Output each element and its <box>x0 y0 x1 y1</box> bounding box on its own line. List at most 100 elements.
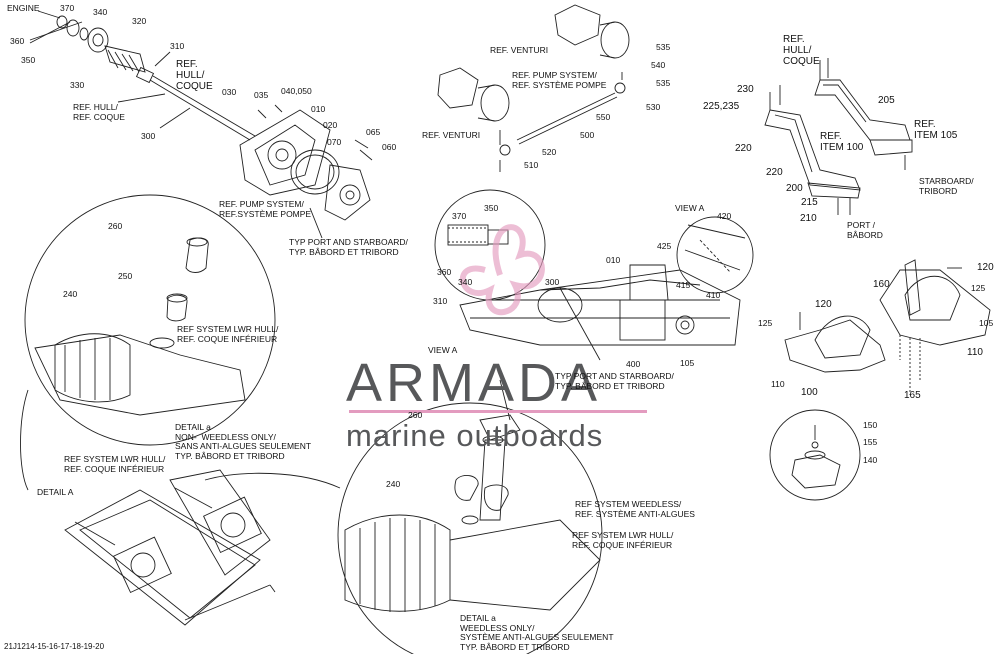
callout-510: 510 <box>524 160 539 170</box>
callout-330: 330 <box>70 80 85 90</box>
callout-040-050: 040,050 <box>281 86 312 96</box>
callout-360: 360 <box>10 36 25 46</box>
driveshaft-assembly <box>29 10 256 141</box>
label-starboard: STARBOARD/ TRIBORD <box>919 176 974 196</box>
callout-165: 165 <box>904 390 921 401</box>
callout-340-b: 340 <box>458 277 473 287</box>
lower-hull-assembly <box>64 469 276 626</box>
callout-160: 160 <box>873 279 890 290</box>
ref-pump-a: REF. PUMP SYSTEM/ REF.SYSTÈME POMPE <box>219 199 312 219</box>
callout-260-a: 260 <box>108 221 123 231</box>
typ-port-a: TYP PORT AND STARBOARD/ TYP. BÂBORD ET T… <box>289 237 408 257</box>
detail-a-weedless: DETAIL a WEEDLESS ONLY/ SYSTÈME ANTI-ALG… <box>460 613 614 652</box>
callout-360-b: 360 <box>437 267 452 277</box>
ref-lwr-hull-c: REF SYSTEM LWR HULL/ REF. COQUE INFÉRIEU… <box>572 530 674 550</box>
watermark-underline <box>349 410 647 413</box>
callout-150: 150 <box>863 420 878 430</box>
callout-520: 520 <box>542 147 557 157</box>
label-view-a-bottom: VIEW A <box>428 345 458 355</box>
callout-230: 230 <box>737 84 754 95</box>
callout-110-b: 110 <box>771 379 785 389</box>
mount-brackets <box>764 58 913 215</box>
ref-hull-coque-a: REF. HULL/ COQUE <box>176 59 213 92</box>
inset-circle-view-a <box>676 216 754 294</box>
callout-105-a: 105 <box>680 358 695 368</box>
watermark-logo-mark <box>459 224 545 316</box>
callout-215: 215 <box>801 197 818 208</box>
callout-415: 415 <box>676 280 691 290</box>
callout-125-b: 125 <box>758 318 773 328</box>
callout-540: 540 <box>651 60 666 70</box>
typ-port-b: TYP PORT AND STARBOARD/ TYP. BÂBORD ET T… <box>555 371 674 391</box>
detail-a-non-weedless: DETAIL a NON- WEEDLESS ONLY/ SANS ANTI-A… <box>175 422 312 461</box>
callout-010: 010 <box>311 104 326 114</box>
callout-425: 425 <box>657 241 672 251</box>
callout-010-b: 010 <box>606 255 621 265</box>
label-engine: ENGINE <box>7 3 40 13</box>
callout-550: 550 <box>596 112 611 122</box>
callout-300: 300 <box>141 131 156 141</box>
callout-210: 210 <box>800 213 817 224</box>
label-port: PORT / BÂBORD <box>847 220 883 240</box>
pump-housing <box>239 104 373 239</box>
foot-brackets <box>784 259 991 395</box>
callout-370-b: 370 <box>452 211 467 221</box>
callout-020: 020 <box>323 120 338 130</box>
callout-105-b: 105 <box>979 318 994 328</box>
callout-410: 410 <box>706 290 721 300</box>
callout-535-b: 535 <box>656 78 671 88</box>
callout-240-b: 240 <box>386 479 401 489</box>
ref-item-100: REF. ITEM 100 <box>820 131 864 153</box>
callout-070: 070 <box>327 137 342 147</box>
callout-420: 420 <box>717 211 732 221</box>
label-detail-a: DETAIL A <box>37 487 74 497</box>
hull-view <box>459 264 741 361</box>
callout-320: 320 <box>132 16 147 26</box>
callout-030: 030 <box>222 87 237 97</box>
venturi-assembly <box>437 4 630 172</box>
callout-350-b: 350 <box>484 203 499 213</box>
ref-item-105: REF. ITEM 105 <box>914 119 958 141</box>
ref-weedless: REF SYSTEM WEEDLESS/ REF. SYSTÈME ANTI-A… <box>575 499 695 519</box>
callout-140: 140 <box>863 455 878 465</box>
callout-120-a: 120 <box>977 262 994 273</box>
callout-350: 350 <box>21 55 36 65</box>
callout-205: 205 <box>878 95 895 106</box>
callout-340: 340 <box>93 7 108 17</box>
footer-code: 21J1214-15-16-17-18-19-20 <box>4 642 105 651</box>
watermark-title: ARMADA <box>346 353 602 413</box>
callout-535-a: 535 <box>656 42 671 52</box>
callout-220-a: 220 <box>735 143 752 154</box>
callout-110-a: 110 <box>967 347 983 358</box>
watermark-subtitle: marine outboards <box>346 418 604 453</box>
callout-100: 100 <box>801 387 818 398</box>
callout-125-a: 125 <box>971 283 986 293</box>
callout-250: 250 <box>118 271 133 281</box>
callout-530: 530 <box>646 102 661 112</box>
ref-venturi-b: REF. VENTURI <box>422 130 481 140</box>
callout-310: 310 <box>170 41 185 51</box>
ref-lwr-hull-a: REF SYSTEM LWR HULL/ REF. COQUE INFÉRIEU… <box>177 324 279 344</box>
callout-400: 400 <box>626 359 641 369</box>
callout-035: 035 <box>254 90 269 100</box>
callout-300-b: 300 <box>545 277 560 287</box>
callout-200: 200 <box>786 183 803 194</box>
ref-venturi-a: REF. VENTURI <box>490 45 549 55</box>
callout-240-a: 240 <box>63 289 78 299</box>
callout-120-b: 120 <box>815 299 832 310</box>
detail-circle-non-weedless <box>24 194 276 446</box>
callout-060: 060 <box>382 142 397 152</box>
ref-hull-coque-b: REF. HULL/ REF. COQUE <box>73 102 125 122</box>
ref-hull-coque-c: REF. HULL/ COQUE <box>783 34 820 67</box>
callout-370: 370 <box>60 3 75 13</box>
callout-225-235: 225,235 <box>703 101 740 112</box>
callout-310-b: 310 <box>433 296 448 306</box>
callout-155: 155 <box>863 437 878 447</box>
callout-260-b: 260 <box>408 410 423 420</box>
detail-circle-weedless <box>337 402 603 654</box>
detail-circle-pad <box>769 409 861 501</box>
callout-220-b: 220 <box>766 167 783 178</box>
callout-500: 500 <box>580 130 595 140</box>
ref-pump-b: REF. PUMP SYSTEM/ REF. SYSTÈME POMPE <box>512 70 607 90</box>
